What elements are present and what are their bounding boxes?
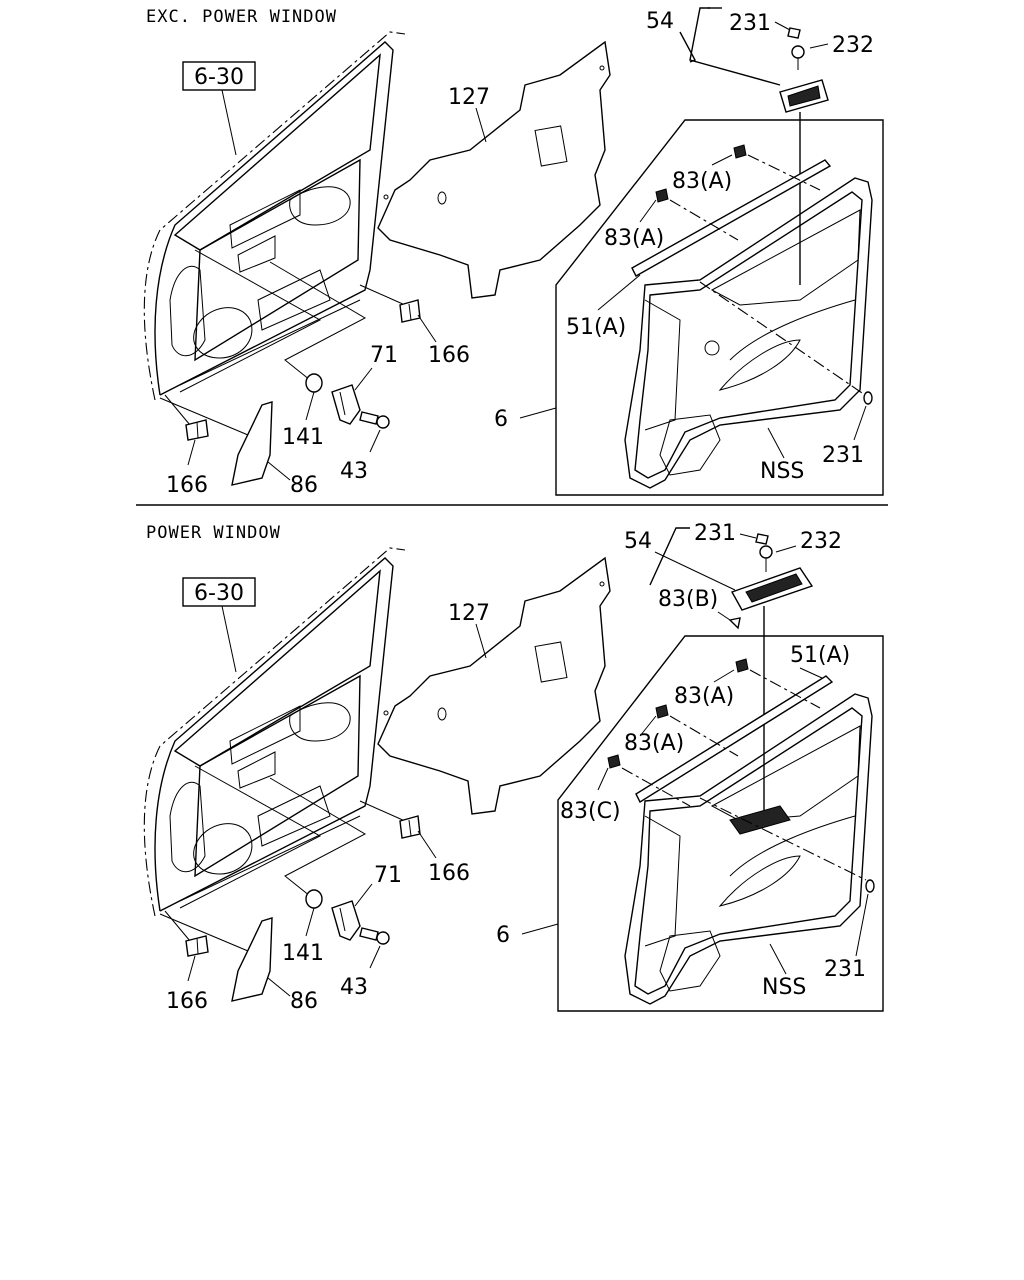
water-shield-127 <box>377 556 611 815</box>
label-83a-1: 83(A) <box>674 684 734 709</box>
clip-83c <box>607 754 621 769</box>
nut-141 <box>305 373 323 421</box>
label-166-right: 166 <box>428 861 470 886</box>
door-trim-panel <box>624 177 873 489</box>
label-43: 43 <box>340 975 368 1000</box>
weatherstrip-51a <box>631 159 832 277</box>
label-231-top: 231 <box>694 521 736 546</box>
ref-box <box>182 577 256 607</box>
label-83c: 83(C) <box>560 799 621 824</box>
handle-bezel-54 <box>779 79 829 113</box>
label-83a-2: 83(A) <box>604 226 664 251</box>
label-71: 71 <box>374 863 402 888</box>
ref-leader <box>221 605 237 673</box>
label-nss: NSS <box>762 975 806 1000</box>
label-51a: 51(A) <box>566 315 626 340</box>
nut-141 <box>305 889 323 937</box>
clip-83b <box>728 617 741 630</box>
label-166-left: 166 <box>166 473 208 498</box>
label-166-right: 166 <box>428 343 470 368</box>
label-54: 54 <box>646 9 674 34</box>
weatherstrip-51a <box>635 675 834 804</box>
clip-83a-1 <box>733 144 747 159</box>
trim-86 <box>231 401 291 486</box>
label-86: 86 <box>290 473 318 498</box>
trim-86 <box>231 917 291 1002</box>
ref-box <box>182 61 256 91</box>
label-6: 6 <box>494 407 508 432</box>
label-71: 71 <box>370 343 398 368</box>
clip-166-left <box>185 419 209 466</box>
label-6: 6 <box>496 923 510 948</box>
clip-166-left <box>185 935 209 982</box>
section-exc-power-window: EXC. POWER WINDOW 6-30 <box>143 7 884 498</box>
ref-leader <box>221 89 237 156</box>
bolt-43 <box>359 411 390 453</box>
label-83b: 83(B) <box>658 587 718 612</box>
label-54: 54 <box>624 529 652 554</box>
door-frame <box>143 31 406 401</box>
label-83a-2: 83(A) <box>624 731 684 756</box>
bracket-71 <box>331 367 373 425</box>
label-86: 86 <box>290 989 318 1014</box>
clip-83a-2 <box>655 188 669 203</box>
label-232: 232 <box>832 33 874 58</box>
label-nss: NSS <box>760 459 804 484</box>
ref-number: 6-30 <box>194 65 244 90</box>
label-141: 141 <box>282 941 324 966</box>
label-232: 232 <box>800 529 842 554</box>
label-83a-1: 83(A) <box>672 169 732 194</box>
label-166-left: 166 <box>166 989 208 1014</box>
clip-83a-1 <box>735 658 749 673</box>
label-127: 127 <box>448 85 490 110</box>
label-51a: 51(A) <box>790 643 850 668</box>
door-frame <box>143 547 406 917</box>
section-power-window: POWER WINDOW 6-30 127 <box>143 521 884 1014</box>
inset-box <box>555 119 884 496</box>
label-127: 127 <box>448 601 490 626</box>
water-shield-127 <box>377 40 611 299</box>
label-43: 43 <box>340 459 368 484</box>
clip-166-right <box>399 815 437 859</box>
inset-box <box>557 635 884 1012</box>
clip-166-right <box>399 299 437 343</box>
section-title: POWER WINDOW <box>146 523 281 543</box>
section-title: EXC. POWER WINDOW <box>146 7 337 27</box>
ref-number: 6-30 <box>194 581 244 606</box>
label-141: 141 <box>282 425 324 450</box>
clip-83a-2 <box>655 704 669 719</box>
switch-bezel-54 <box>730 567 814 611</box>
label-231-top: 231 <box>729 11 771 36</box>
label-231-bottom: 231 <box>824 957 866 982</box>
label-231-bottom: 231 <box>822 443 864 468</box>
bracket-71 <box>331 883 373 941</box>
bolt-43 <box>359 927 390 969</box>
door-trim-panel <box>624 693 873 1005</box>
